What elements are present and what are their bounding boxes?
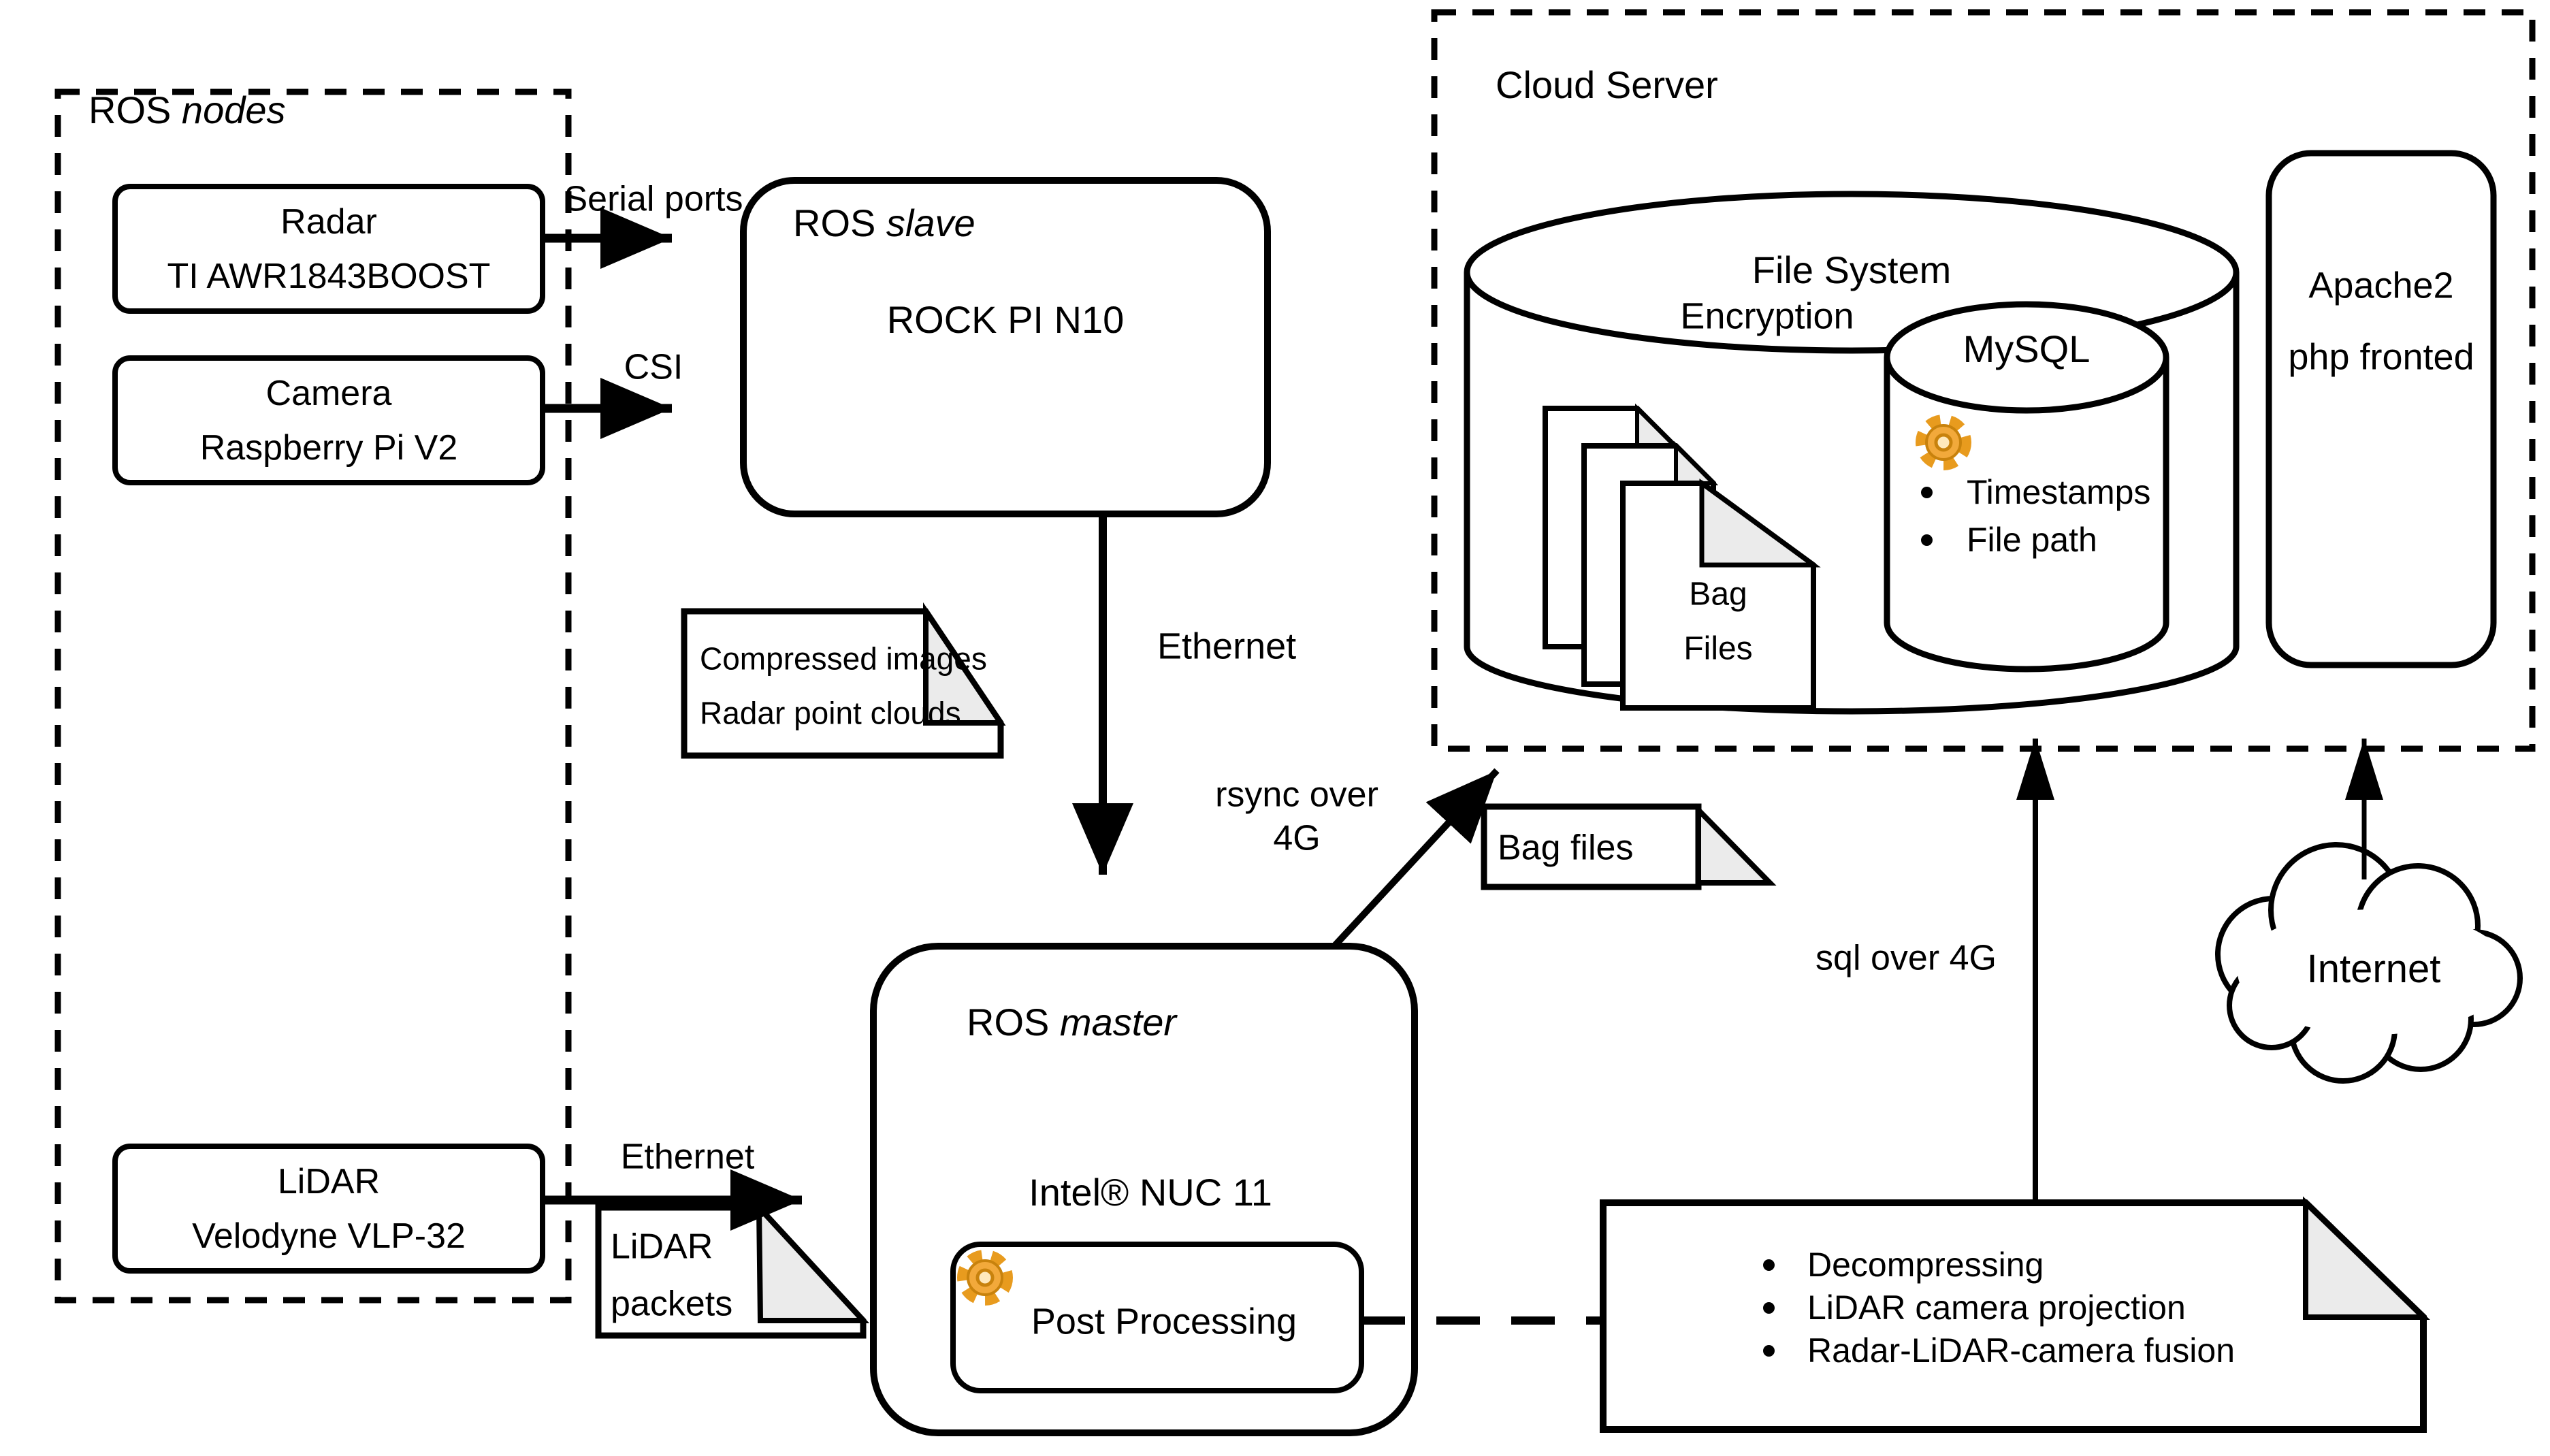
processing-item-row: Radar-LiDAR-camera fusion — [1763, 1331, 2235, 1370]
lidar-packets-line1: LiDAR — [611, 1227, 713, 1267]
bullet-dot — [1921, 486, 1933, 498]
bag-stack-line1: Bag — [1689, 576, 1747, 613]
radar-node-box: Radar TI AWR1843BOOST — [112, 184, 545, 314]
bag-files-note — [1481, 803, 1777, 890]
ros-nodes-title-prefix: ROS — [88, 88, 182, 132]
processing-item-decompressing: Decompressing — [1807, 1246, 2044, 1284]
ros-master-title: ROS master — [967, 1001, 1176, 1044]
sql-over-4g-label: sql over 4G — [1815, 938, 1997, 978]
rsync-label-line2: 4G — [1273, 818, 1321, 858]
processing-item-row: LiDAR camera projection — [1763, 1288, 2186, 1327]
processing-steps-note — [1600, 1196, 2430, 1433]
csi-label: CSI — [624, 347, 683, 387]
bullet-dot — [1763, 1344, 1775, 1357]
camera-node-box: Camera Raspberry Pi V2 — [112, 355, 545, 485]
lidar-name: LiDAR — [277, 1161, 381, 1201]
mysql-cylinder-top — [1884, 301, 2169, 414]
apache-box-shape — [2265, 150, 2497, 668]
ros-master-board: Intel® NUC 11 — [1029, 1171, 1272, 1214]
cloud-server-title: Cloud Server — [1496, 63, 1718, 107]
internet-label: Internet — [2306, 947, 2441, 992]
lidar-model: Velodyne VLP-32 — [192, 1216, 466, 1256]
rsync-over-4g-arrow — [1332, 768, 1500, 949]
compressed-note-line1: Compressed images — [700, 641, 987, 677]
internet-cloud-shape — [2215, 842, 2523, 1084]
apache-subtitle: php fronted — [2288, 336, 2474, 378]
compressed-note-line2: Radar point clouds — [700, 695, 961, 731]
processing-item-projection: LiDAR camera projection — [1807, 1289, 2186, 1327]
cloud-server-group-border — [1431, 9, 2536, 752]
bullet-dot — [1921, 534, 1933, 546]
bullet-dot — [1763, 1301, 1775, 1314]
mysql-item-timestamps: Timestamps — [1967, 473, 2151, 511]
processing-item-fusion: Radar-LiDAR-camera fusion — [1807, 1331, 2236, 1370]
ros-master-title-prefix: ROS — [967, 1001, 1060, 1044]
ros-nodes-title-em: nodes — [181, 88, 286, 132]
radar-name: Radar — [280, 201, 377, 242]
apache-title: Apache2 — [2308, 265, 2454, 306]
mysql-item-row: File path — [1921, 520, 2097, 560]
ros-slave-title: ROS slave — [793, 202, 975, 244]
mysql-item-filepath: File path — [1967, 521, 2097, 559]
ros-slave-title-em: slave — [886, 201, 975, 245]
ros-slave-board: ROCK PI N10 — [886, 298, 1125, 342]
mysql-item-row: Timestamps — [1921, 472, 2150, 512]
file-system-title: File System — [1752, 248, 1952, 292]
camera-name: Camera — [265, 373, 392, 413]
rsync-label-line1: rsync over — [1215, 775, 1378, 815]
bag-files-stack-icon — [1543, 403, 1821, 711]
ros-nodes-group-title: ROS nodes — [88, 89, 286, 131]
bag-files-note-label: Bag files — [1498, 828, 1634, 868]
lidar-node-box: LiDAR Velodyne VLP-32 — [112, 1144, 545, 1274]
compressed-images-note — [681, 602, 1006, 759]
lidar-packets-note — [595, 1200, 870, 1339]
bag-stack-line2: Files — [1683, 630, 1753, 667]
mysql-title: MySQL — [1963, 327, 2091, 371]
ethernet-lidar-label: Ethernet — [620, 1137, 755, 1177]
processing-item-row: Decompressing — [1763, 1245, 2044, 1284]
camera-model: Raspberry Pi V2 — [199, 427, 458, 468]
lidar-packets-line2: packets — [611, 1284, 733, 1324]
ros-slave-box-shape — [740, 177, 1271, 517]
encryption-label: Encryption — [1680, 295, 1854, 337]
post-processing-label: Post Processing — [1031, 1301, 1297, 1342]
ros-master-title-em: master — [1059, 1001, 1177, 1044]
ethernet-slave-label: Ethernet — [1157, 626, 1297, 667]
radar-model: TI AWR1843BOOST — [167, 256, 491, 296]
bullet-dot — [1763, 1259, 1775, 1271]
serial-ports-label: Serial ports — [564, 179, 743, 219]
ros-nodes-group-border — [54, 88, 572, 1304]
ros-slave-title-prefix: ROS — [793, 201, 886, 245]
